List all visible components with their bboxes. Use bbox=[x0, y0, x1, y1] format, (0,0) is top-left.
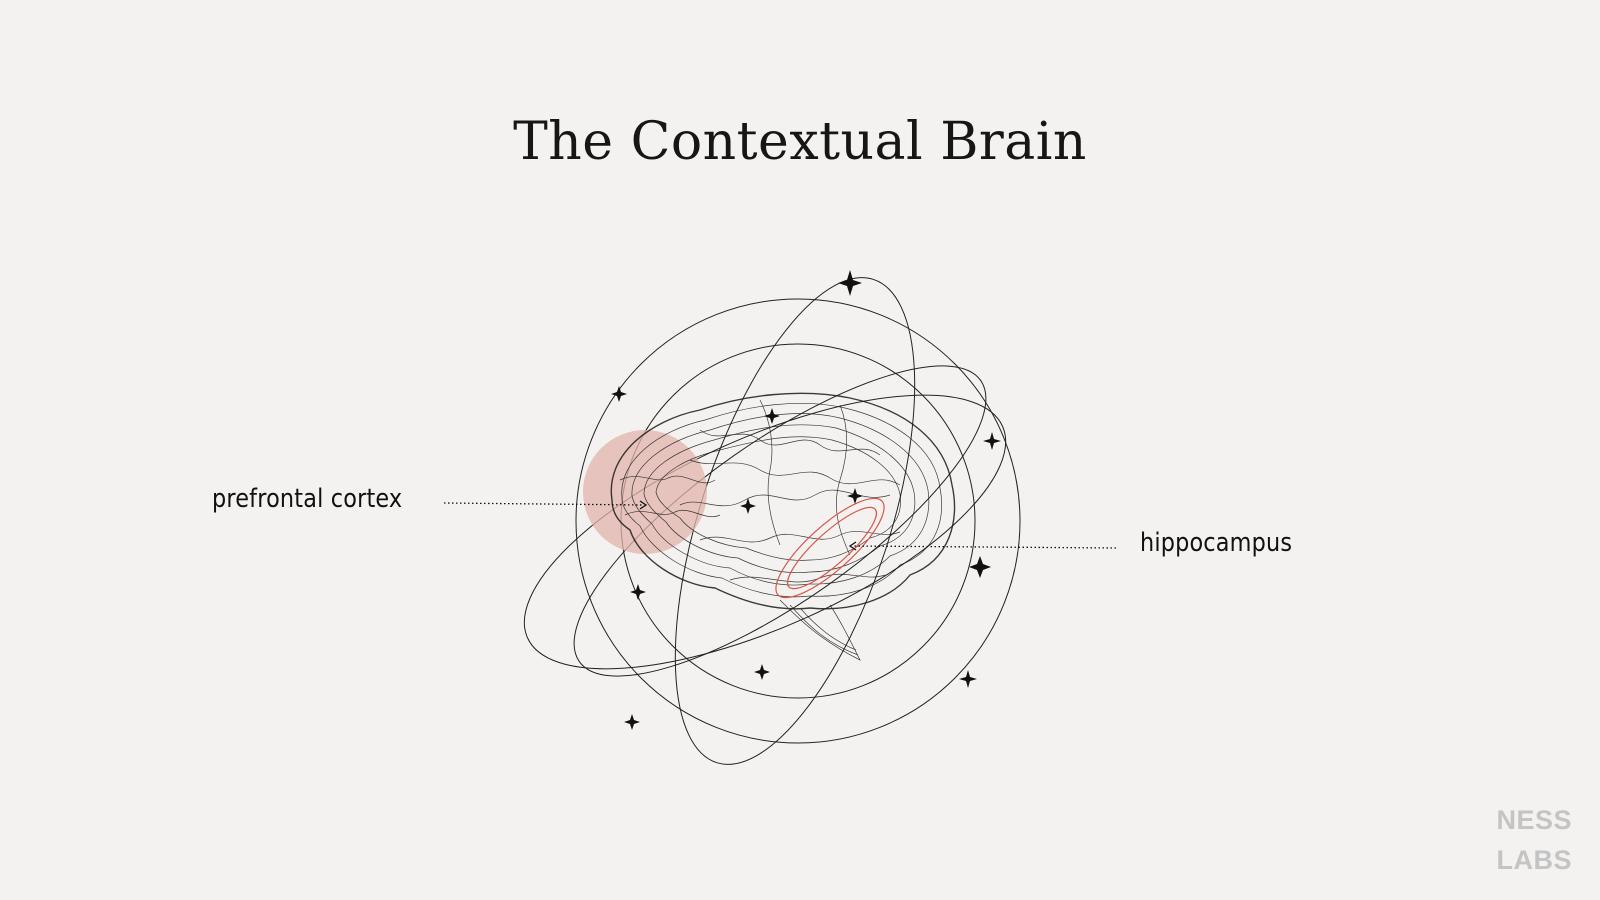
outer-orbit bbox=[575, 298, 1021, 744]
orbit-rings bbox=[523, 277, 1021, 765]
pointer-lines bbox=[443, 502, 1117, 549]
prefrontal-highlight bbox=[583, 430, 707, 554]
star-sparkle-icon bbox=[740, 498, 756, 514]
logo-line-2: LABS bbox=[1496, 845, 1572, 875]
star-sparkle-icon bbox=[611, 270, 1001, 730]
star-sparkle-icon bbox=[838, 270, 862, 296]
tilted-orbit-3 bbox=[523, 394, 1007, 670]
page-title: The Contextual Brain bbox=[513, 112, 1087, 172]
star-sparkle-icon bbox=[764, 408, 780, 424]
tilted-orbit-2 bbox=[573, 365, 987, 677]
star-sparkle-icon bbox=[983, 432, 1001, 450]
hippocampus-arrowhead bbox=[848, 541, 857, 551]
star-sparkle-icon bbox=[754, 664, 770, 680]
prefrontal-cortex-label: prefrontal cortex bbox=[212, 484, 403, 514]
star-sparkle-icon bbox=[611, 386, 627, 402]
hippocampus-outline bbox=[775, 497, 885, 599]
hippocampus-label: hippocampus bbox=[1140, 528, 1293, 558]
star-sparkle-icon bbox=[630, 584, 646, 600]
star-sparkle-icon bbox=[624, 714, 640, 730]
ness-labs-logo: NESS LABS bbox=[1496, 800, 1572, 880]
pointer-arrowheads bbox=[639, 500, 857, 551]
logo-line-1: NESS bbox=[1496, 805, 1572, 835]
star-sparkle-icon bbox=[969, 556, 991, 578]
prefrontal-arrowhead bbox=[639, 500, 648, 510]
brain-illustration bbox=[610, 392, 956, 661]
hippocampus-pointer-line bbox=[851, 545, 1117, 549]
star-sparkle-icon bbox=[959, 670, 977, 688]
prefrontal-pointer-line bbox=[443, 502, 645, 506]
star-sparkle-icon bbox=[847, 488, 863, 504]
